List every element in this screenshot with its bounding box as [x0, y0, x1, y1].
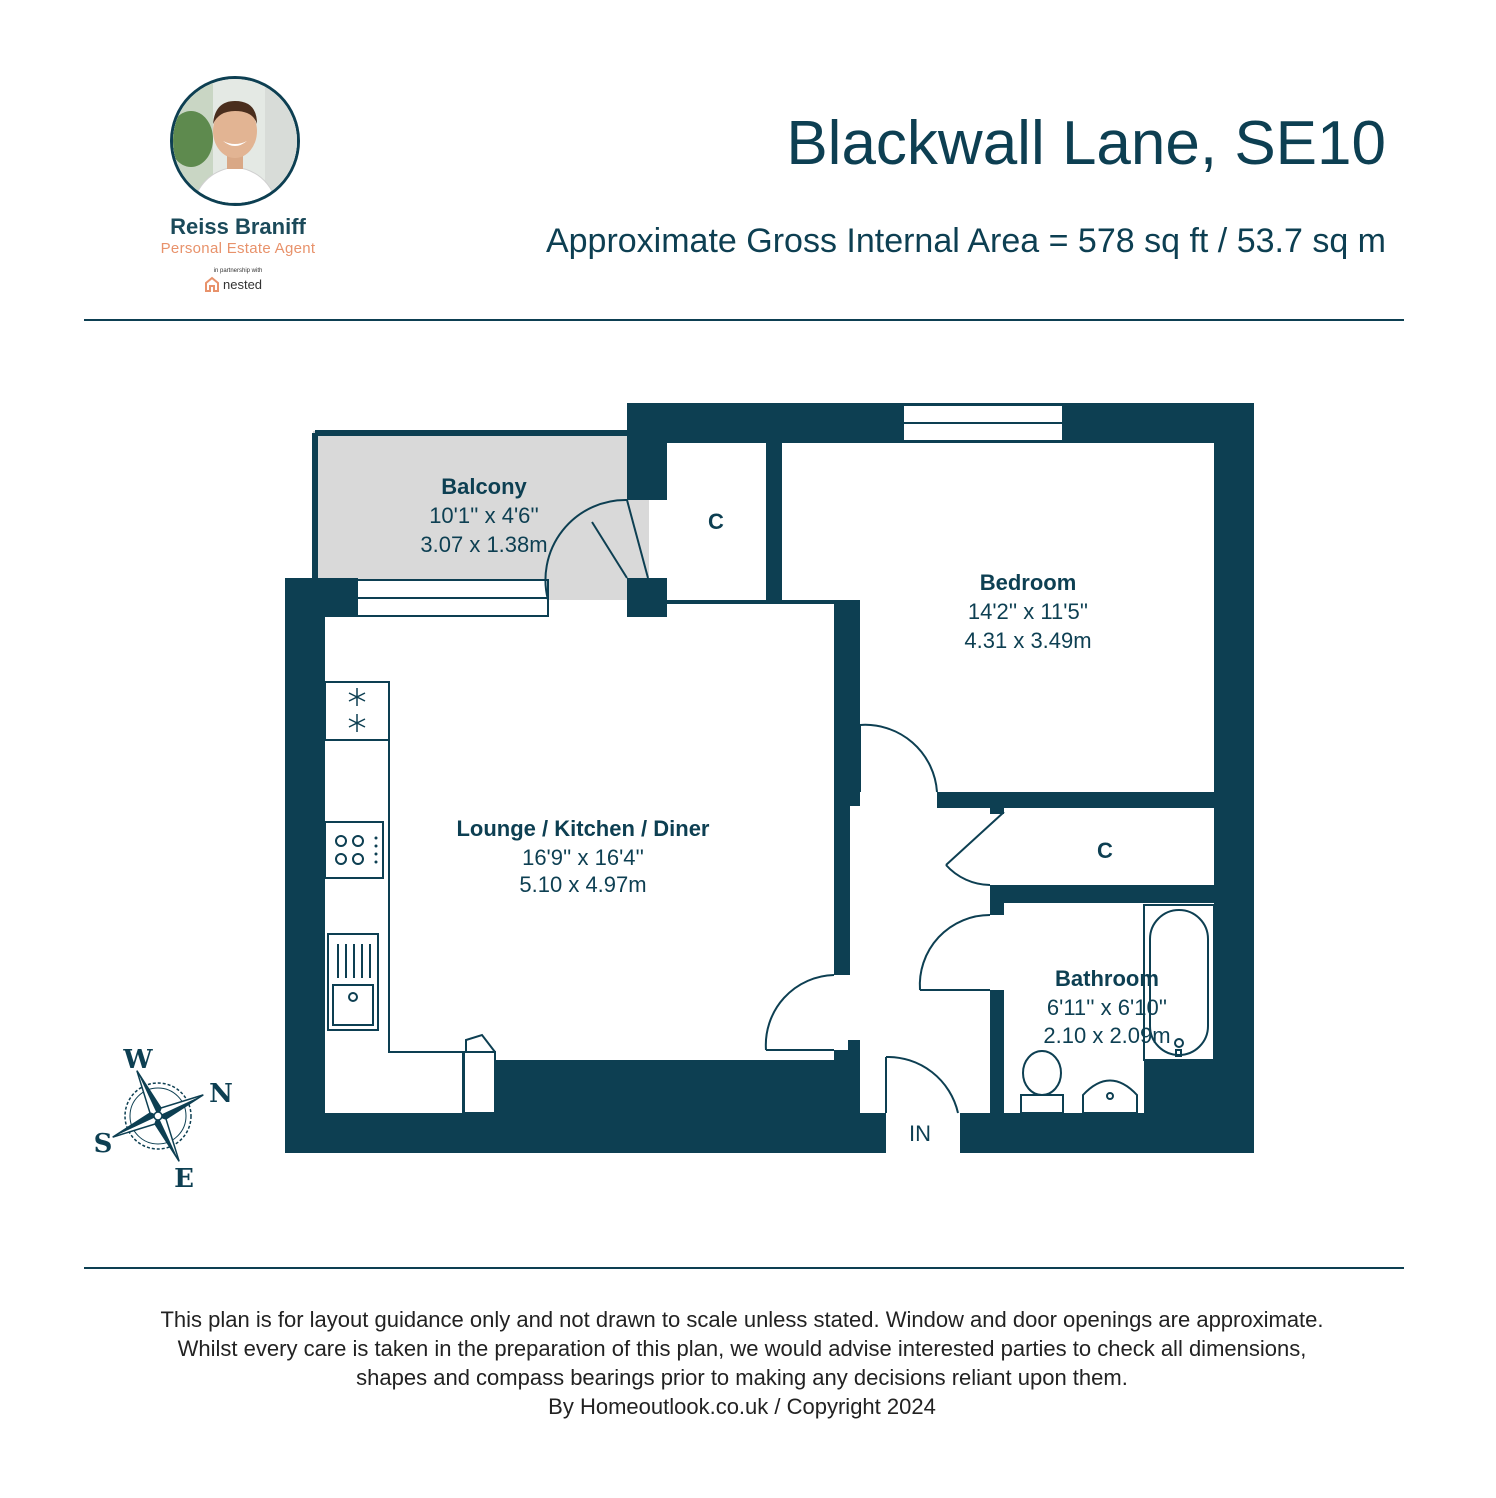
disclaimer-line: shapes and compass bearings prior to mak… — [356, 1365, 1128, 1390]
disclaimer-line: Whilst every care is taken in the prepar… — [177, 1336, 1307, 1361]
bathroom-imperial: 6'11'' x 6'10'' — [1047, 995, 1167, 1020]
bathroom-metric: 2.10 x 2.09m — [1043, 1023, 1170, 1048]
agent-name: Reiss Braniff — [170, 214, 306, 239]
compass-east: E — [174, 1164, 194, 1194]
disclaimer: This plan is for layout guidance only an… — [40, 1305, 1444, 1421]
room-bathroom-label: Bathroom 6'11'' x 6'10'' 2.10 x 2.09m — [1043, 966, 1170, 1048]
area-subtitle: Approximate Gross Internal Area = 578 sq… — [545, 222, 1386, 260]
agent-photo — [170, 76, 300, 206]
doors — [544, 498, 1005, 1114]
compass-north: N — [209, 1079, 233, 1109]
balcony — [312, 430, 649, 600]
lounge-imperial: 16'9'' x 16'4'' — [522, 845, 644, 870]
cupboard-top-label: C — [708, 509, 724, 534]
bedroom-imperial: 14'2'' x 11'5'' — [968, 599, 1088, 624]
hob-dots — [374, 836, 378, 864]
entrance-label: IN — [909, 1121, 931, 1146]
room-bedroom-label: Bedroom 14'2'' x 11'5'' 4.31 x 3.49m — [964, 570, 1091, 653]
balcony-imperial: 10'1'' x 4'6'' — [429, 503, 539, 528]
house-icon — [205, 276, 219, 292]
balcony-metric: 3.07 x 1.38m — [420, 532, 547, 557]
lounge-name: Lounge / Kitchen / Diner — [456, 816, 709, 841]
windows — [356, 404, 1064, 617]
compass-west: W — [122, 1045, 153, 1075]
bathroom-name: Bathroom — [1055, 966, 1159, 991]
compass-south: S — [94, 1129, 113, 1159]
agent-logo: Reiss Braniff Personal Estate Agent in p… — [124, 72, 352, 302]
lounge-metric: 5.10 x 4.97m — [519, 872, 646, 897]
room-balcony-label: Balcony 10'1'' x 4'6'' 3.07 x 1.38m — [420, 474, 547, 557]
compass-icon: W N S E — [94, 1045, 233, 1194]
copyright-line: By Homeoutlook.co.uk / Copyright 2024 — [548, 1394, 936, 1419]
agent-role: Personal Estate Agent — [160, 240, 316, 257]
bathroom-fittings — [1020, 904, 1215, 1114]
bedroom-metric: 4.31 x 3.49m — [964, 628, 1091, 653]
partner-logo: nested — [204, 275, 262, 293]
balcony-name: Balcony — [441, 474, 527, 499]
partner-name: nested — [223, 276, 263, 292]
page-title: Blackwall Lane, SE10 — [786, 109, 1386, 178]
kitchen-fittings — [324, 681, 496, 1114]
walls — [285, 403, 1254, 1153]
snowflake-icon — [348, 688, 366, 732]
bedroom-name: Bedroom — [980, 570, 1077, 595]
bottom-divider — [84, 1267, 1404, 1269]
partner-note: in partnership with — [213, 268, 263, 274]
room-lounge-label: Lounge / Kitchen / Diner 16'9'' x 16'4''… — [456, 816, 709, 897]
top-divider — [84, 319, 1404, 321]
cupboard-hall-label: C — [1097, 838, 1113, 863]
disclaimer-line: This plan is for layout guidance only an… — [160, 1307, 1324, 1332]
